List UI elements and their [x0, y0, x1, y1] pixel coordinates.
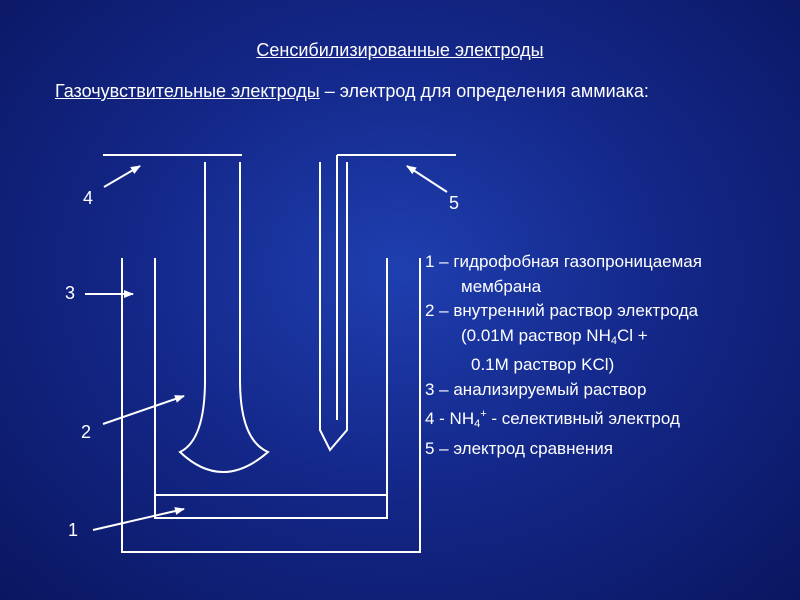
- legend-2b-post: Cl +: [616, 325, 648, 345]
- arrow-4: [103, 165, 141, 188]
- label-3: 3: [65, 283, 76, 303]
- legend-2b-sub: 4: [610, 334, 617, 347]
- arrow-5: [406, 165, 448, 193]
- intro-term: Газочувствительные электроды: [55, 81, 320, 101]
- legend-item-2-cont: (0.01M раствор NH4Cl +: [425, 324, 795, 354]
- legend-4-post: - селективный электрод: [486, 409, 680, 428]
- label-2: 2: [81, 422, 92, 442]
- outer-vessel: [121, 258, 421, 553]
- legend-4-sub: 4: [474, 418, 481, 430]
- reference-electrode-body: [319, 162, 348, 452]
- legend-item-4: 4 - NH4+ - селективный электрод: [425, 402, 795, 437]
- legend-4-pre: 4 - NH: [425, 409, 475, 428]
- legend-item-1-cont: мембрана: [461, 276, 542, 296]
- selective-electrode-body: [178, 162, 270, 473]
- legend-item-3: 3 – анализируемый раствор: [425, 379, 647, 399]
- legend-item-1: 1 – гидрофобная газопроницаемая: [425, 252, 702, 271]
- label-5: 5: [449, 193, 460, 213]
- legend-4-sup: +: [480, 408, 487, 420]
- intro-text: Газочувствительные электроды – электрод …: [55, 78, 735, 104]
- legend-item-2-cont2: 0.1M раствор KCl): [471, 355, 615, 374]
- legend-item-2: 2 – внутренний раствор электрода: [425, 301, 699, 320]
- arrow-1: [92, 507, 185, 531]
- label-1: 1: [68, 520, 79, 540]
- intro-rest: – электрод для определения аммиака:: [319, 81, 649, 101]
- slide-title: Сенсибилизированные электроды: [256, 40, 544, 60]
- arrow-2: [102, 395, 185, 425]
- legend-item-5: 5 – электрод сравнения: [425, 438, 613, 458]
- inner-vessel: [154, 258, 388, 519]
- label-4: 4: [83, 188, 94, 208]
- legend-2b-pre: (0.01M раствор NH: [461, 325, 611, 345]
- legend: 1 – гидрофобная газопроницаемая мембрана…: [425, 250, 795, 461]
